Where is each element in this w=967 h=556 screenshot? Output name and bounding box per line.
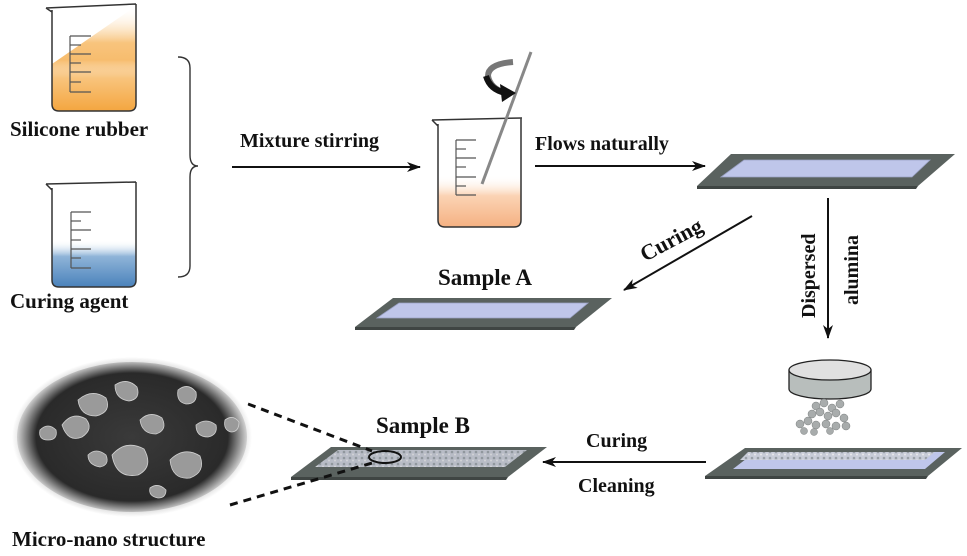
- mixture-stirring-label: Mixture stirring: [240, 130, 379, 152]
- mold-plate-uncured-icon: [697, 154, 955, 189]
- micro-nano-structure-label: Micro-nano structure: [12, 527, 205, 551]
- brace-icon: [177, 56, 199, 278]
- silicone-rubber-beaker-icon: [45, 3, 137, 112]
- sample-b-label: Sample B: [376, 413, 470, 438]
- rotation-arrow-icon: [483, 59, 516, 102]
- flows-naturally-label: Flows naturally: [535, 133, 669, 155]
- alumina-coated-plate-icon: [705, 448, 962, 479]
- magnified-region-marker: [368, 450, 402, 464]
- dispersed-label: Dispersed: [798, 234, 820, 318]
- sem-micrograph-image: [7, 352, 257, 522]
- alumina-disc-icon: [788, 359, 872, 400]
- curing-to-sample-a-arrow: [623, 215, 753, 291]
- alumina-label: alumina: [841, 235, 863, 305]
- alumina-particles-icon: [795, 398, 851, 436]
- zoom-line-top: [247, 402, 373, 453]
- silicone-rubber-label: Silicone rubber: [10, 117, 148, 141]
- zoom-line-bottom: [229, 461, 373, 507]
- mixing-beaker-icon: [431, 117, 523, 228]
- curing-agent-beaker-icon: [45, 181, 137, 288]
- cleaning-label: Cleaning: [578, 475, 655, 497]
- sample-a-plate-icon: [355, 298, 612, 330]
- curing-bottom-label: Curing: [586, 430, 647, 452]
- sample-a-label: Sample A: [438, 265, 532, 290]
- stirring-rod-icon: [480, 51, 533, 185]
- curing-diagonal-label: Curing: [636, 213, 707, 267]
- curing-agent-label: Curing agent: [10, 289, 128, 313]
